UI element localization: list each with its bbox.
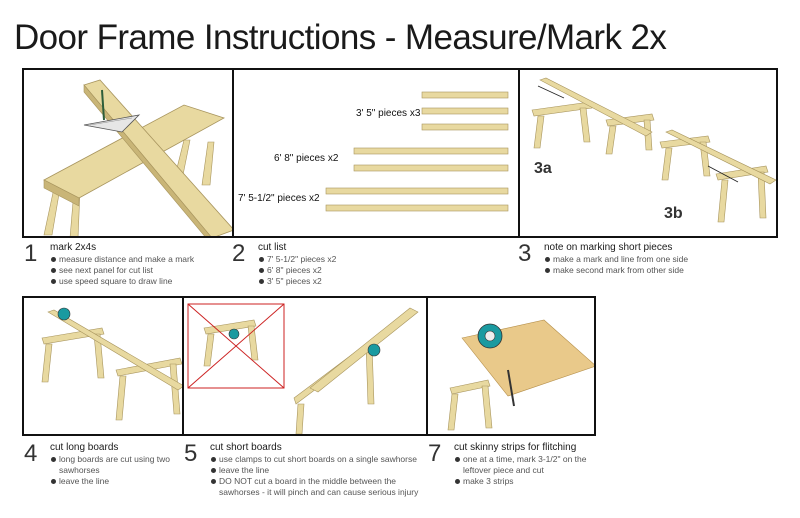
step-item: leave the line: [50, 476, 170, 487]
step-number: 1: [24, 240, 38, 267]
panel-cut-skinny-strips: [426, 296, 596, 436]
cross-line-2: [187, 303, 285, 389]
warning-box: [187, 303, 285, 389]
panel-cut-long-boards: [22, 296, 184, 436]
panel-mark-2x4s: [22, 68, 234, 238]
label-3b: 3b: [664, 205, 683, 222]
short-pieces-illustration: [531, 77, 776, 223]
label-3a: 3a: [534, 160, 552, 177]
step-heading: cut long boards: [50, 442, 119, 453]
step-item: 3' 5" pieces x2: [258, 276, 336, 287]
long-board-cut-illustration: [41, 307, 182, 421]
skinny-strip-cut-illustration: [447, 319, 594, 431]
step-item: leftover piece and cut: [463, 465, 544, 475]
step-heading: cut short boards: [210, 442, 282, 453]
step-item: make 3 strips: [454, 476, 587, 487]
step-heading: cut skinny strips for flitching: [454, 442, 577, 453]
step-item: measure distance and make a mark: [50, 254, 194, 265]
step-number: 7: [428, 440, 442, 467]
sawhorse-marking-illustration: [43, 79, 232, 236]
page-title: Door Frame Instructions - Measure/Mark 2…: [14, 18, 667, 57]
step-item: use clamps to cut short boards on a sing…: [210, 454, 418, 465]
step-item: leave the line: [210, 465, 418, 476]
step-item: make second mark from other side: [544, 265, 688, 276]
short-board-cut-illustration: [187, 303, 419, 434]
panel-marking-short-pieces: 3a 3b: [518, 68, 778, 238]
cut-list-boards-illustration: [325, 91, 509, 212]
step-heading: cut list: [258, 242, 287, 253]
step-number: 5: [184, 440, 198, 467]
panel-cut-short-boards: [182, 296, 428, 436]
step-item: long boards are cut using two: [50, 454, 170, 465]
step-number: 4: [24, 440, 38, 467]
step-number: 2: [232, 240, 246, 267]
panel-cut-list: 3' 5" pieces x3 6' 8" pieces x2 7' 5-1/2…: [232, 68, 520, 238]
step-item: use speed square to draw line: [50, 276, 194, 287]
cut-label-3ft5: 3' 5" pieces x3: [356, 108, 421, 119]
step-item: 7' 5-1/2" pieces x2: [258, 254, 336, 265]
step-number: 3: [518, 240, 532, 267]
step-item: see next panel for cut list: [50, 265, 194, 276]
step-item: sawhorses - it will pinch and can cause …: [219, 487, 419, 497]
cut-label-7ft5: 7' 5-1/2" pieces x2: [238, 193, 320, 204]
step-heading: note on marking short pieces: [544, 242, 673, 253]
step-item: one at a time, mark 3-1/2" on the: [454, 454, 587, 465]
cut-label-6ft8: 6' 8" pieces x2: [274, 153, 339, 164]
step-item: sawhorses: [59, 465, 100, 475]
step-item: 6' 8" pieces x2: [258, 265, 336, 276]
step-item: make a mark and line from one side: [544, 254, 688, 265]
step-item: DO NOT cut a board in the middle between…: [210, 476, 418, 487]
step-heading: mark 2x4s: [50, 242, 97, 253]
